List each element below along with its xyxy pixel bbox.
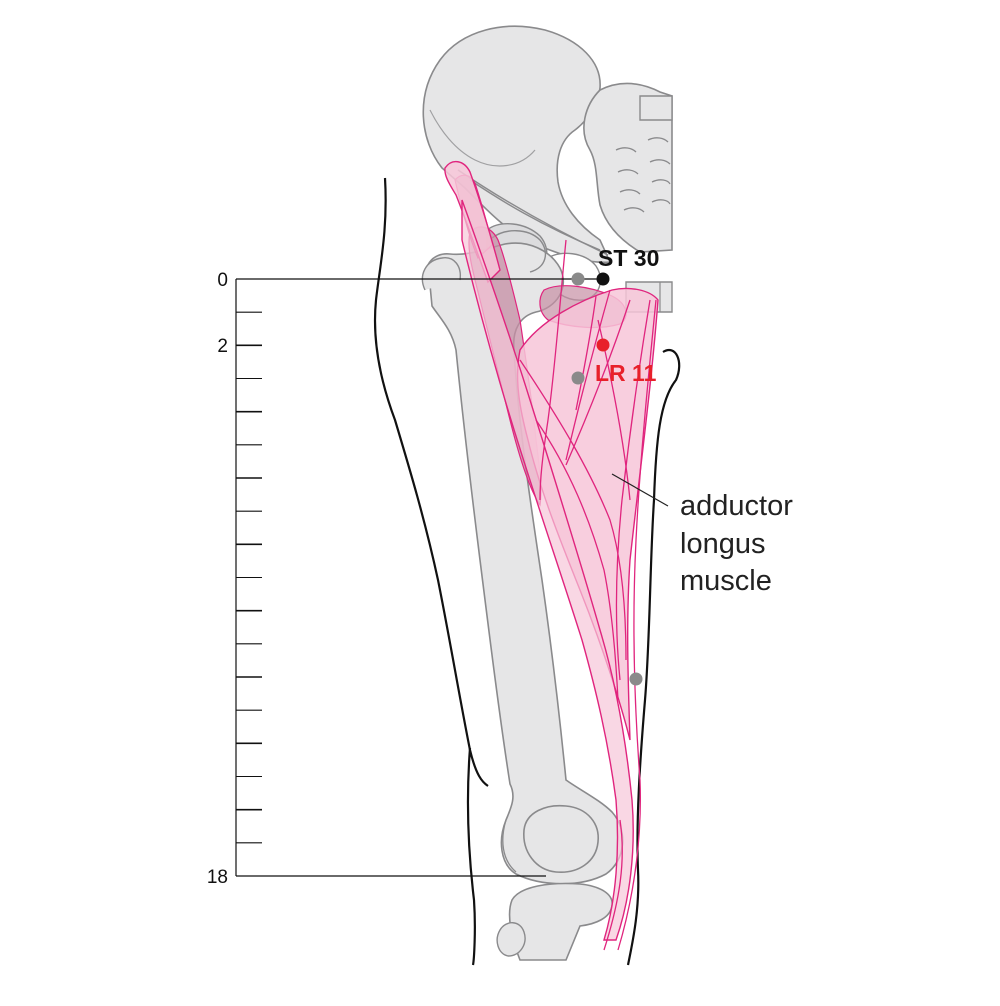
point-st30-dot	[596, 272, 610, 286]
body-outline-lateral-lower	[466, 747, 476, 966]
point-lr11-label: LR 11	[595, 360, 657, 386]
femoral-condyle-line	[502, 819, 517, 873]
sartorius-upper	[444, 161, 501, 284]
muscle-label-line-1: adductor	[680, 490, 793, 522]
scale-label-18: 18	[207, 867, 228, 888]
scale-ticks	[236, 311, 262, 844]
point-st30-label: ST 30	[598, 245, 659, 271]
muscle-label-line-3: muscle	[680, 565, 772, 597]
body-outline-lateral	[373, 177, 489, 787]
sartorius-muscle	[461, 199, 634, 941]
gray-point-lower	[629, 672, 643, 686]
sacrum	[583, 82, 673, 253]
point-lr11-dot	[596, 338, 610, 352]
femoral-head	[491, 230, 547, 273]
scale-label-2: 2	[217, 336, 228, 357]
scale-label-0: 0	[217, 270, 228, 291]
sacral-foramina	[615, 137, 671, 213]
body-outline-medial	[626, 349, 681, 966]
vertebra-body	[639, 95, 673, 121]
muscle-fiber-lines	[519, 239, 657, 951]
fibula-head	[496, 922, 526, 957]
measurement-scale: 0 2 18	[207, 270, 600, 888]
femur	[425, 242, 624, 885]
greater-trochanter	[421, 257, 461, 291]
tibia-plateau	[508, 882, 613, 961]
muscle-leader-line	[611, 473, 669, 507]
gray-point-middle	[571, 371, 585, 385]
pelvis-ilium	[422, 25, 612, 264]
muscle-label-line-2: longus	[680, 528, 765, 560]
patella	[523, 804, 599, 873]
pelvis-contour	[429, 109, 536, 167]
gray-point-upper	[571, 272, 585, 286]
